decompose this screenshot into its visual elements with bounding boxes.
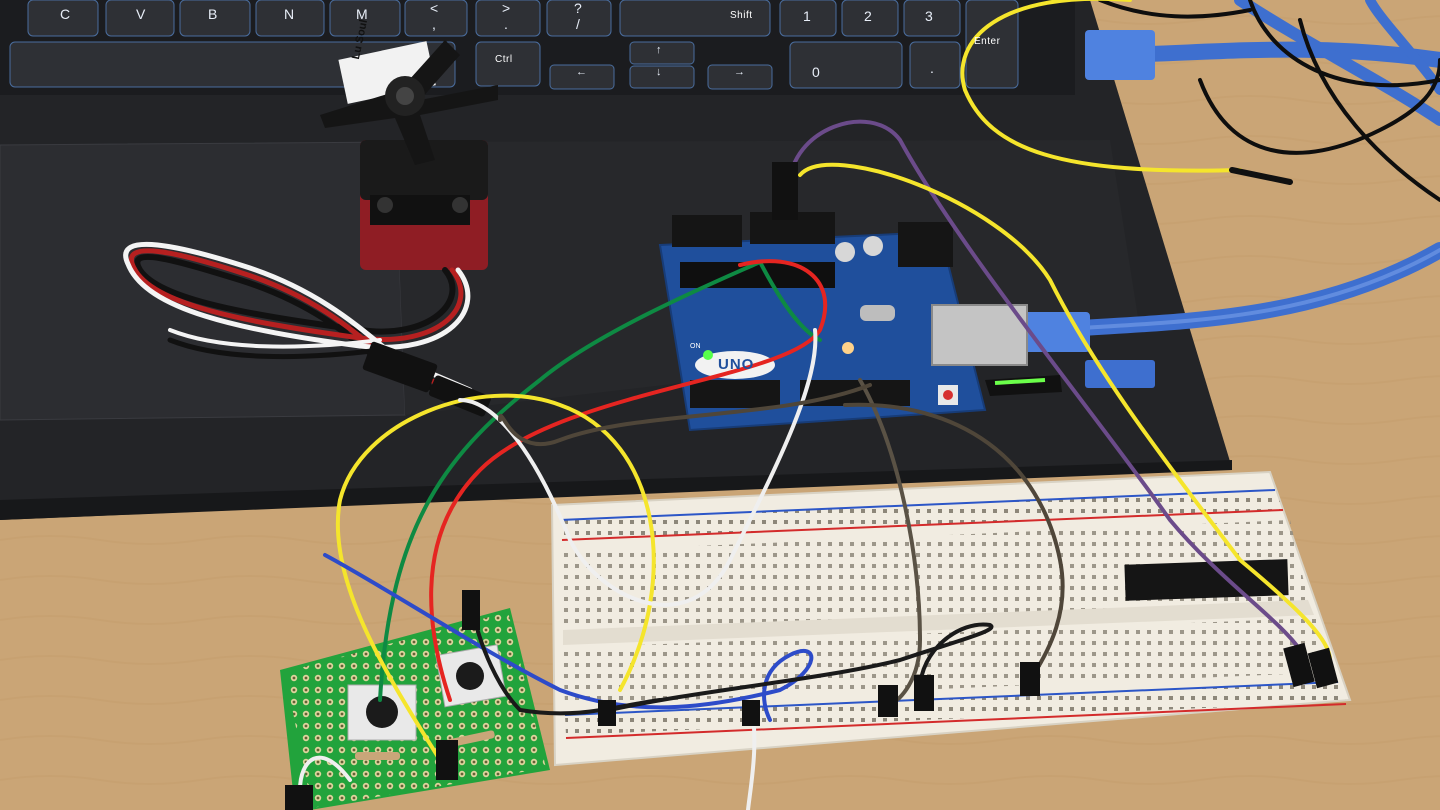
wire-dark-brown-2 [843, 402, 1065, 682]
wire-yellow-loop [960, 0, 1242, 173]
proto-board [280, 608, 550, 810]
wire-black [608, 622, 994, 712]
wire-red [429, 259, 828, 702]
jumper-wires [298, 0, 1332, 810]
wire-white [458, 328, 818, 607]
breadboard [550, 470, 1352, 767]
wire-yellow-top [798, 162, 1332, 662]
wire-purple [788, 119, 1302, 652]
wire-dark-brown-1 [858, 378, 923, 707]
arduino-uno-board [658, 212, 1028, 432]
servo-cable [123, 241, 492, 417]
wire-yellow-loop-2 [335, 393, 656, 762]
wire-blue [323, 553, 814, 722]
wire-green [378, 260, 762, 702]
ic-chip [1124, 559, 1289, 601]
power-led [703, 350, 713, 360]
touchpad[interactable] [0, 141, 406, 421]
keyboard-keys [9, 0, 1019, 90]
servo-motor [320, 40, 498, 270]
usb-connector[interactable] [1085, 30, 1155, 80]
usb-b-port[interactable] [931, 304, 1028, 366]
jumper-connectors [285, 162, 1339, 810]
